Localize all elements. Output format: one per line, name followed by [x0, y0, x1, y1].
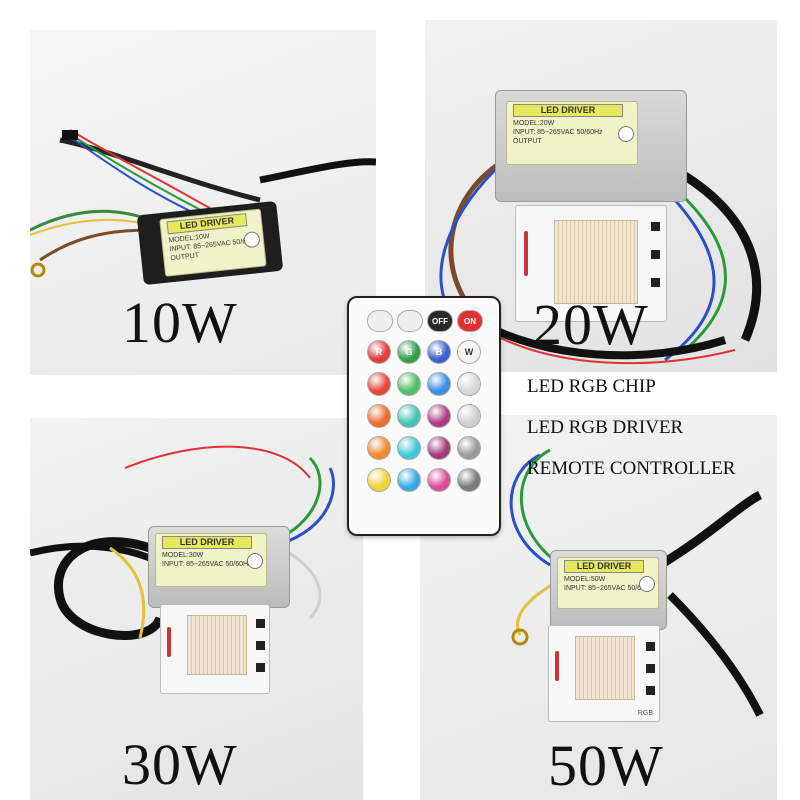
remote-top-button[interactable] [397, 310, 423, 332]
remote-color-button[interactable] [397, 372, 421, 396]
chip-die [187, 615, 247, 675]
chip-pad [646, 686, 655, 695]
wires-illustration [30, 445, 335, 640]
led-driver-10w: LED DRIVER MODEL:10W INPUT: 85~265VAC 50… [136, 200, 284, 286]
driver-input: INPUT: 85~265VAC 50/60Hz [162, 561, 252, 568]
certification-seal-icon [639, 576, 655, 592]
remote-color-button[interactable] [457, 404, 481, 428]
chip-mark: RGB [637, 710, 653, 717]
driver-input: INPUT: 85~265VAC 50/60Hz [564, 585, 654, 592]
remote-color-button[interactable] [427, 468, 451, 492]
remote-color-button[interactable] [427, 404, 451, 428]
photo-panel-10w: LED DRIVER MODEL:10W INPUT: 85~265VAC 50… [30, 30, 376, 375]
driver-label: LED DRIVER MODEL:50W INPUT: 85~265VAC 50… [557, 557, 659, 609]
driver-label: LED DRIVER MODEL:10W INPUT: 85~265VAC 50… [159, 208, 267, 277]
remote-top-button[interactable]: OFF [427, 310, 453, 332]
power-label-10w: 10W [122, 290, 238, 355]
remote-color-button[interactable] [427, 372, 451, 396]
led-driver-50w: LED DRIVER MODEL:50W INPUT: 85~265VAC 50… [550, 550, 667, 630]
remote-top-button[interactable]: ON [457, 310, 483, 332]
remote-color-button[interactable] [397, 436, 421, 460]
remote-color-button[interactable] [367, 404, 391, 428]
feature-led-rgb-chip: LED RGB CHIP [527, 376, 656, 397]
remote-color-button[interactable] [427, 436, 451, 460]
power-label-30w: 30W [122, 732, 238, 797]
driver-input: INPUT: 85~265VAC 50/60Hz [513, 129, 603, 136]
driver-label: LED DRIVER MODEL:30W INPUT: 85~265VAC 50… [155, 533, 267, 587]
remote-color-button[interactable] [457, 468, 481, 492]
chip-marker [167, 627, 171, 657]
remote-color-button[interactable]: R [367, 340, 391, 364]
remote-color-button[interactable] [457, 436, 481, 460]
chip-marker [555, 651, 559, 681]
chip-pad [646, 642, 655, 651]
remote-top-button[interactable] [367, 310, 393, 332]
power-label-50w: 50W [548, 733, 664, 798]
certification-seal-icon [247, 553, 263, 569]
driver-title: LED DRIVER [162, 536, 252, 549]
chip-pad [256, 641, 265, 650]
led-rgb-chip-50w: RGB [548, 625, 660, 722]
photo-panel-50w: LED DRIVER MODEL:50W INPUT: 85~265VAC 50… [420, 415, 777, 800]
photo-background [30, 30, 376, 375]
led-driver-20w: LED DRIVER MODEL:20W INPUT: 85~265VAC 50… [495, 90, 687, 202]
chip-pad [256, 663, 265, 672]
power-label-20w: 20W [533, 292, 649, 357]
led-driver-30w: LED DRIVER MODEL:30W INPUT: 85~265VAC 50… [148, 526, 290, 608]
driver-model: MODEL:30W [162, 552, 204, 559]
feature-remote-controller: REMOTE CONTROLLER [527, 458, 736, 479]
chip-die [575, 636, 635, 700]
driver-model: MODEL:20W [513, 120, 555, 127]
photo-panel-30w: LED DRIVER MODEL:30W INPUT: 85~265VAC 50… [30, 418, 363, 800]
remote-color-button[interactable] [397, 404, 421, 428]
chip-pad [651, 278, 660, 287]
driver-title: LED DRIVER [513, 104, 623, 117]
chip-pad [651, 222, 660, 231]
remote-color-button[interactable]: W [457, 340, 481, 364]
remote-color-button[interactable] [367, 468, 391, 492]
driver-label: LED DRIVER MODEL:20W INPUT: 85~265VAC 50… [506, 101, 638, 165]
remote-color-button[interactable] [457, 372, 481, 396]
certification-seal-icon [618, 126, 634, 142]
feature-led-rgb-driver: LED RGB DRIVER [527, 417, 684, 438]
driver-model: MODEL:50W [564, 576, 606, 583]
chip-pad [256, 619, 265, 628]
driver-title: LED DRIVER [564, 560, 644, 573]
chip-pad [646, 664, 655, 673]
wires-illustration [30, 129, 376, 278]
chip-pad [651, 250, 660, 259]
remote-color-button[interactable] [367, 436, 391, 460]
driver-output: OUTPUT [513, 138, 542, 145]
remote-color-button[interactable]: B [427, 340, 451, 364]
led-rgb-chip-30w [160, 604, 270, 694]
remote-color-button[interactable]: G [397, 340, 421, 364]
chip-die [554, 220, 638, 304]
remote-color-button[interactable] [397, 468, 421, 492]
remote-color-button[interactable] [367, 372, 391, 396]
led-rgb-chip-20w [515, 205, 667, 322]
chip-marker [524, 231, 528, 276]
